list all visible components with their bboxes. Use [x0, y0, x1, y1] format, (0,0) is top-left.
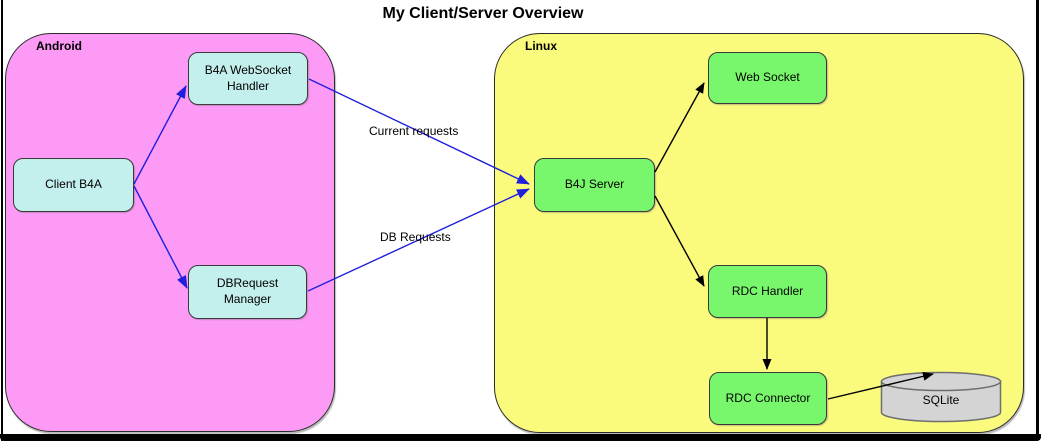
container-label-android: Android: [36, 39, 82, 53]
node-web-socket: Web Socket: [708, 52, 827, 104]
node-b4j-server: B4J Server: [534, 158, 655, 212]
window-frame-right: [1036, 0, 1039, 441]
node-b4a-websocket-handler: B4A WebSocket Handler: [188, 52, 308, 105]
container-label-linux: Linux: [525, 39, 557, 53]
edge-label-dbrequest-to-server: DB Requests: [380, 230, 451, 244]
window-frame-left: [1, 0, 3, 441]
node-label-sqlite: SQLite: [922, 393, 960, 407]
diagram-title: My Client/Server Overview: [382, 5, 584, 22]
node-dbrequest-manager: DBRequest Manager: [188, 265, 307, 319]
window-frame-bottom: [0, 434, 1041, 441]
edge-label-websocket-handler-to-server: Current requests: [369, 124, 459, 138]
node-sqlite: SQLite: [880, 371, 1002, 423]
node-rdc-connector: RDC Connector: [709, 372, 827, 425]
node-client-b4a: Client B4A: [13, 158, 134, 212]
node-rdc-handler: RDC Handler: [708, 265, 827, 318]
